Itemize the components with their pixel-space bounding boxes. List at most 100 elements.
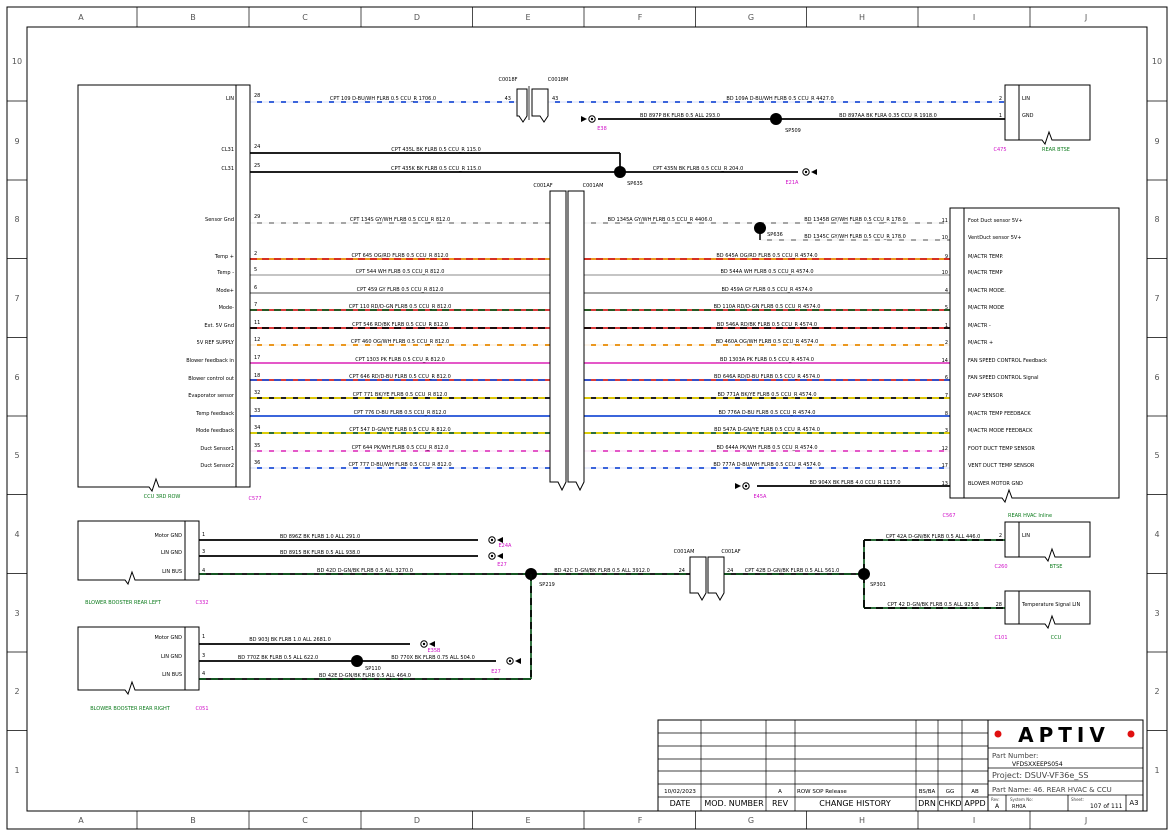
system-no-label: System No:	[1010, 797, 1033, 802]
ccu-pin-number: 25	[254, 163, 260, 169]
btse-id: C260	[994, 564, 1007, 570]
pin-number: 2	[999, 533, 1002, 539]
ground-core	[590, 117, 594, 121]
ground-ring	[588, 115, 596, 123]
wire-label: CPT 644 PK/WH FLRB 0.5 CCU_R 812.0	[352, 445, 449, 451]
wire-label: BD 544A WH FLRB 0.5 CCU_R 4574.0	[720, 269, 813, 275]
hvac-pin-label: M/ACTR MODE FEEDBACK	[968, 428, 1033, 434]
wire-label: BD 897AA BK FLRA 0.35 CCU_R 1918.0	[839, 113, 937, 119]
inline-c0018m-label: C0018M	[548, 77, 569, 83]
splice-label: SP509	[785, 128, 801, 134]
ground-label: E27	[497, 562, 507, 568]
grid-col-label: D	[414, 13, 420, 22]
inline-c001am	[567, 190, 585, 492]
ccu-pin-label: Blower feedback in	[186, 358, 234, 364]
inline-c001af-low-label: C001AF	[721, 549, 740, 555]
hvac-box	[949, 207, 1120, 504]
ground-label: E35B	[428, 648, 442, 654]
pin-number: 13	[942, 481, 948, 487]
wire-label: BD 1303A PK FLRB 0.5 CCU_R 4574.0	[720, 357, 814, 363]
pin-number: 4	[202, 568, 205, 574]
grid-col-label: J	[1084, 816, 1087, 825]
grid-col-label: G	[748, 816, 754, 825]
wire-label: CPT 777 D-BU/WH FLRB 0.5 CCU_R 812.0	[348, 462, 451, 468]
rear-btse-pin-label: LIN	[1022, 96, 1030, 102]
pin-number: 24	[679, 568, 685, 574]
blower-right-pin-label: LIN GND	[161, 654, 182, 660]
inline-c001af-label: C001AF	[533, 183, 552, 189]
ccu-pin-label: Sensor Gnd	[205, 217, 234, 223]
wire-label: BD 770Z BK FLRB 0.5 ALL 622.0	[238, 655, 318, 661]
hvac-pin-label: EVAP SENSOR	[968, 393, 1003, 399]
pin-number: 1	[202, 532, 205, 538]
hvac-pin-label: M/ACTR TEMP	[968, 270, 1002, 276]
ccu-small-connector	[1004, 590, 1020, 625]
sheet-size: A3	[1129, 799, 1138, 807]
blower-right-pin-label: LIN BUS	[162, 672, 182, 678]
splice-sp110	[351, 655, 363, 667]
ground-ring	[802, 168, 810, 176]
outer-border	[6, 6, 1168, 830]
ccu-pin-label: Ext. 5V Gnd	[204, 323, 234, 329]
ccu-pin-label: CL31	[221, 166, 234, 172]
inline-c0018m	[531, 88, 549, 123]
ground-arrow	[515, 658, 521, 664]
ccu-pin-number: 17	[254, 355, 260, 361]
part-number: VFDSXXEEPS054	[1012, 761, 1063, 768]
ground-core	[422, 642, 426, 646]
splice-sp636	[754, 222, 766, 234]
ccu-pin-number: 36	[254, 460, 260, 466]
ccu-pin-number: 7	[254, 302, 257, 308]
hvac-pin-label: Foot Duct sensor 5V+	[968, 218, 1023, 224]
hvac-pin-label: M/ACTR MODE	[968, 305, 1004, 311]
blower-right-pin-label: Motor GND	[154, 635, 182, 641]
ground-e24a	[488, 536, 503, 544]
ccu-pin-label: Evaporator sensor	[188, 393, 235, 399]
ccu-pin-number: 18	[254, 373, 260, 379]
wire-label: CPT 109 D-BU/WH FLRB 0.5 CCU_R 1706.0	[330, 96, 436, 102]
grid-row-label: 10	[1152, 57, 1162, 66]
wire-label: BD 770X BK FLRB 0.75 ALL 504.0	[391, 655, 475, 661]
grid-row-label: 2	[14, 687, 19, 696]
wire-label: CPT 776 D-BU FLRB 0.5 CCU_R 812.0	[354, 410, 447, 416]
blower-right-connector	[184, 626, 200, 691]
wire-label: BD 644A PK/WH FLRB 0.5 CCU_R 4574.0	[716, 445, 817, 451]
part-name: Part Name: 46. REAR HVAC & CCU	[992, 786, 1112, 794]
splice-sp635	[614, 166, 626, 178]
hvac-pin-label: FAN SPEED CONTROL Signal	[968, 375, 1038, 381]
hvac-name: REAR HVAC Inline	[1008, 513, 1052, 519]
rear-btse-connector	[1004, 84, 1020, 141]
ccu-pin-label: Mode feedback	[196, 428, 234, 434]
hvac-pin-label: FAN SPEED CONTROL Feedback	[968, 358, 1047, 364]
grid-row-label: 7	[14, 294, 19, 303]
blower-left-pin-label: Motor GND	[154, 533, 182, 539]
grid-row-label: 10	[12, 57, 22, 66]
wire-label: BD 42D D-GN/BK FLRB 0.5 ALL 3270.0	[317, 568, 413, 574]
wire-label: CPT 435N BK FLRB 0.5 CCU_R 204.0	[653, 166, 744, 172]
wire-label: CPT 110 RD/D-GN FLRB 0.5 CCU_R 812.0	[349, 304, 452, 310]
ccu-pin-number: 35	[254, 443, 260, 449]
aptiv-logo-dot-right	[1127, 730, 1135, 738]
ground-core	[804, 170, 808, 174]
ground-ring	[506, 657, 514, 665]
sheet: 107 of 111	[1090, 803, 1123, 810]
grid-col-label: C	[302, 13, 308, 22]
wire-label: BD 42C D-GN/BK FLRB 0.5 ALL 3912.0	[554, 568, 650, 574]
rev-letter: A	[778, 789, 782, 795]
ground-e38	[581, 115, 596, 123]
grid-col-label: B	[190, 816, 196, 825]
ccu-pin-number: 5	[254, 267, 257, 273]
ccu-pin-label: 5V REF SUPPLY	[197, 340, 235, 346]
grid-row-label: 8	[1154, 215, 1159, 224]
pin-number: 4	[945, 288, 948, 294]
pin-number: 24	[727, 568, 733, 574]
wire-label: BD 8915 BK FLRB 0.5 ALL 938.0	[280, 550, 360, 556]
ground-core	[490, 554, 494, 558]
pin-number: 1	[999, 113, 1002, 119]
grid-col-label: A	[78, 816, 84, 825]
grid-col-label: D	[414, 816, 420, 825]
wire-label: CPT 435L BK FLRB 0.5 CCU_R 115.0	[391, 147, 481, 153]
ccu-pin-number: 29	[254, 214, 260, 220]
pin-number: 4	[202, 671, 205, 677]
ground-ring	[488, 552, 496, 560]
